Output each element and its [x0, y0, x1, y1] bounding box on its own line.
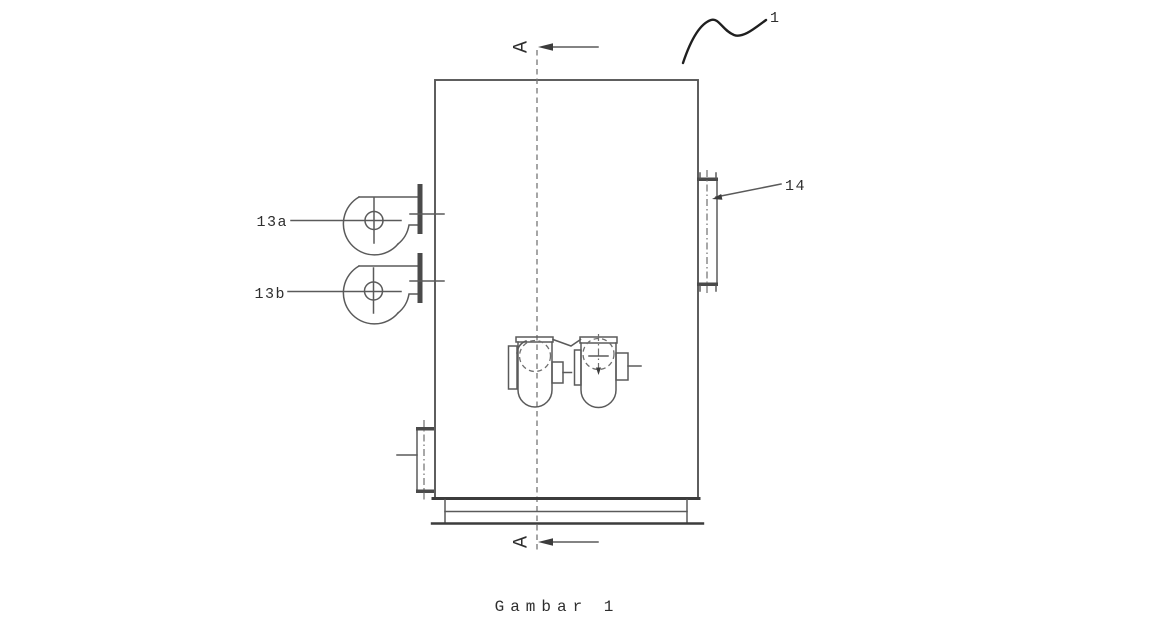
bracket-14-leader: [715, 183, 782, 198]
blower-13a: 13a: [256, 184, 445, 256]
section-label-top: A: [510, 41, 533, 53]
pump-left-impeller: [518, 339, 552, 373]
section-label-bottom: A: [510, 536, 533, 548]
section-arrow-bottom: [538, 538, 553, 546]
reference-squiggle: 1: [681, 10, 781, 65]
lower-left-bracket: [396, 420, 434, 500]
section-arrow-top: [538, 43, 553, 51]
label-side-bracket: 14: [785, 178, 806, 195]
label-blower-top: 13a: [256, 214, 288, 231]
label-blower-bottom: 13b: [254, 286, 286, 303]
blower-13b-outlet-bottom: [396, 293, 419, 315]
label-assembly: 1: [770, 10, 781, 27]
pump-connector-line: [552, 338, 582, 347]
section-marker-bottom: A: [510, 536, 599, 548]
blower-13a-flange: [417, 184, 423, 234]
blower-13b-flange: [417, 253, 423, 303]
blower-13b: 13b: [254, 253, 445, 325]
pump-unit-left: [507, 336, 573, 408]
pedestal-base: [430, 497, 705, 525]
blower-13b-scroll: [342, 264, 400, 325]
blower-13a-outlet-bottom: [396, 224, 419, 246]
blower-13a-scroll: [342, 195, 400, 256]
pump-unit-right: [552, 334, 642, 409]
figure-caption: Gambar 1: [495, 598, 620, 616]
main-housing: [434, 79, 699, 499]
side-bracket-14: 14: [697, 170, 806, 294]
section-marker-top: A: [510, 41, 599, 53]
